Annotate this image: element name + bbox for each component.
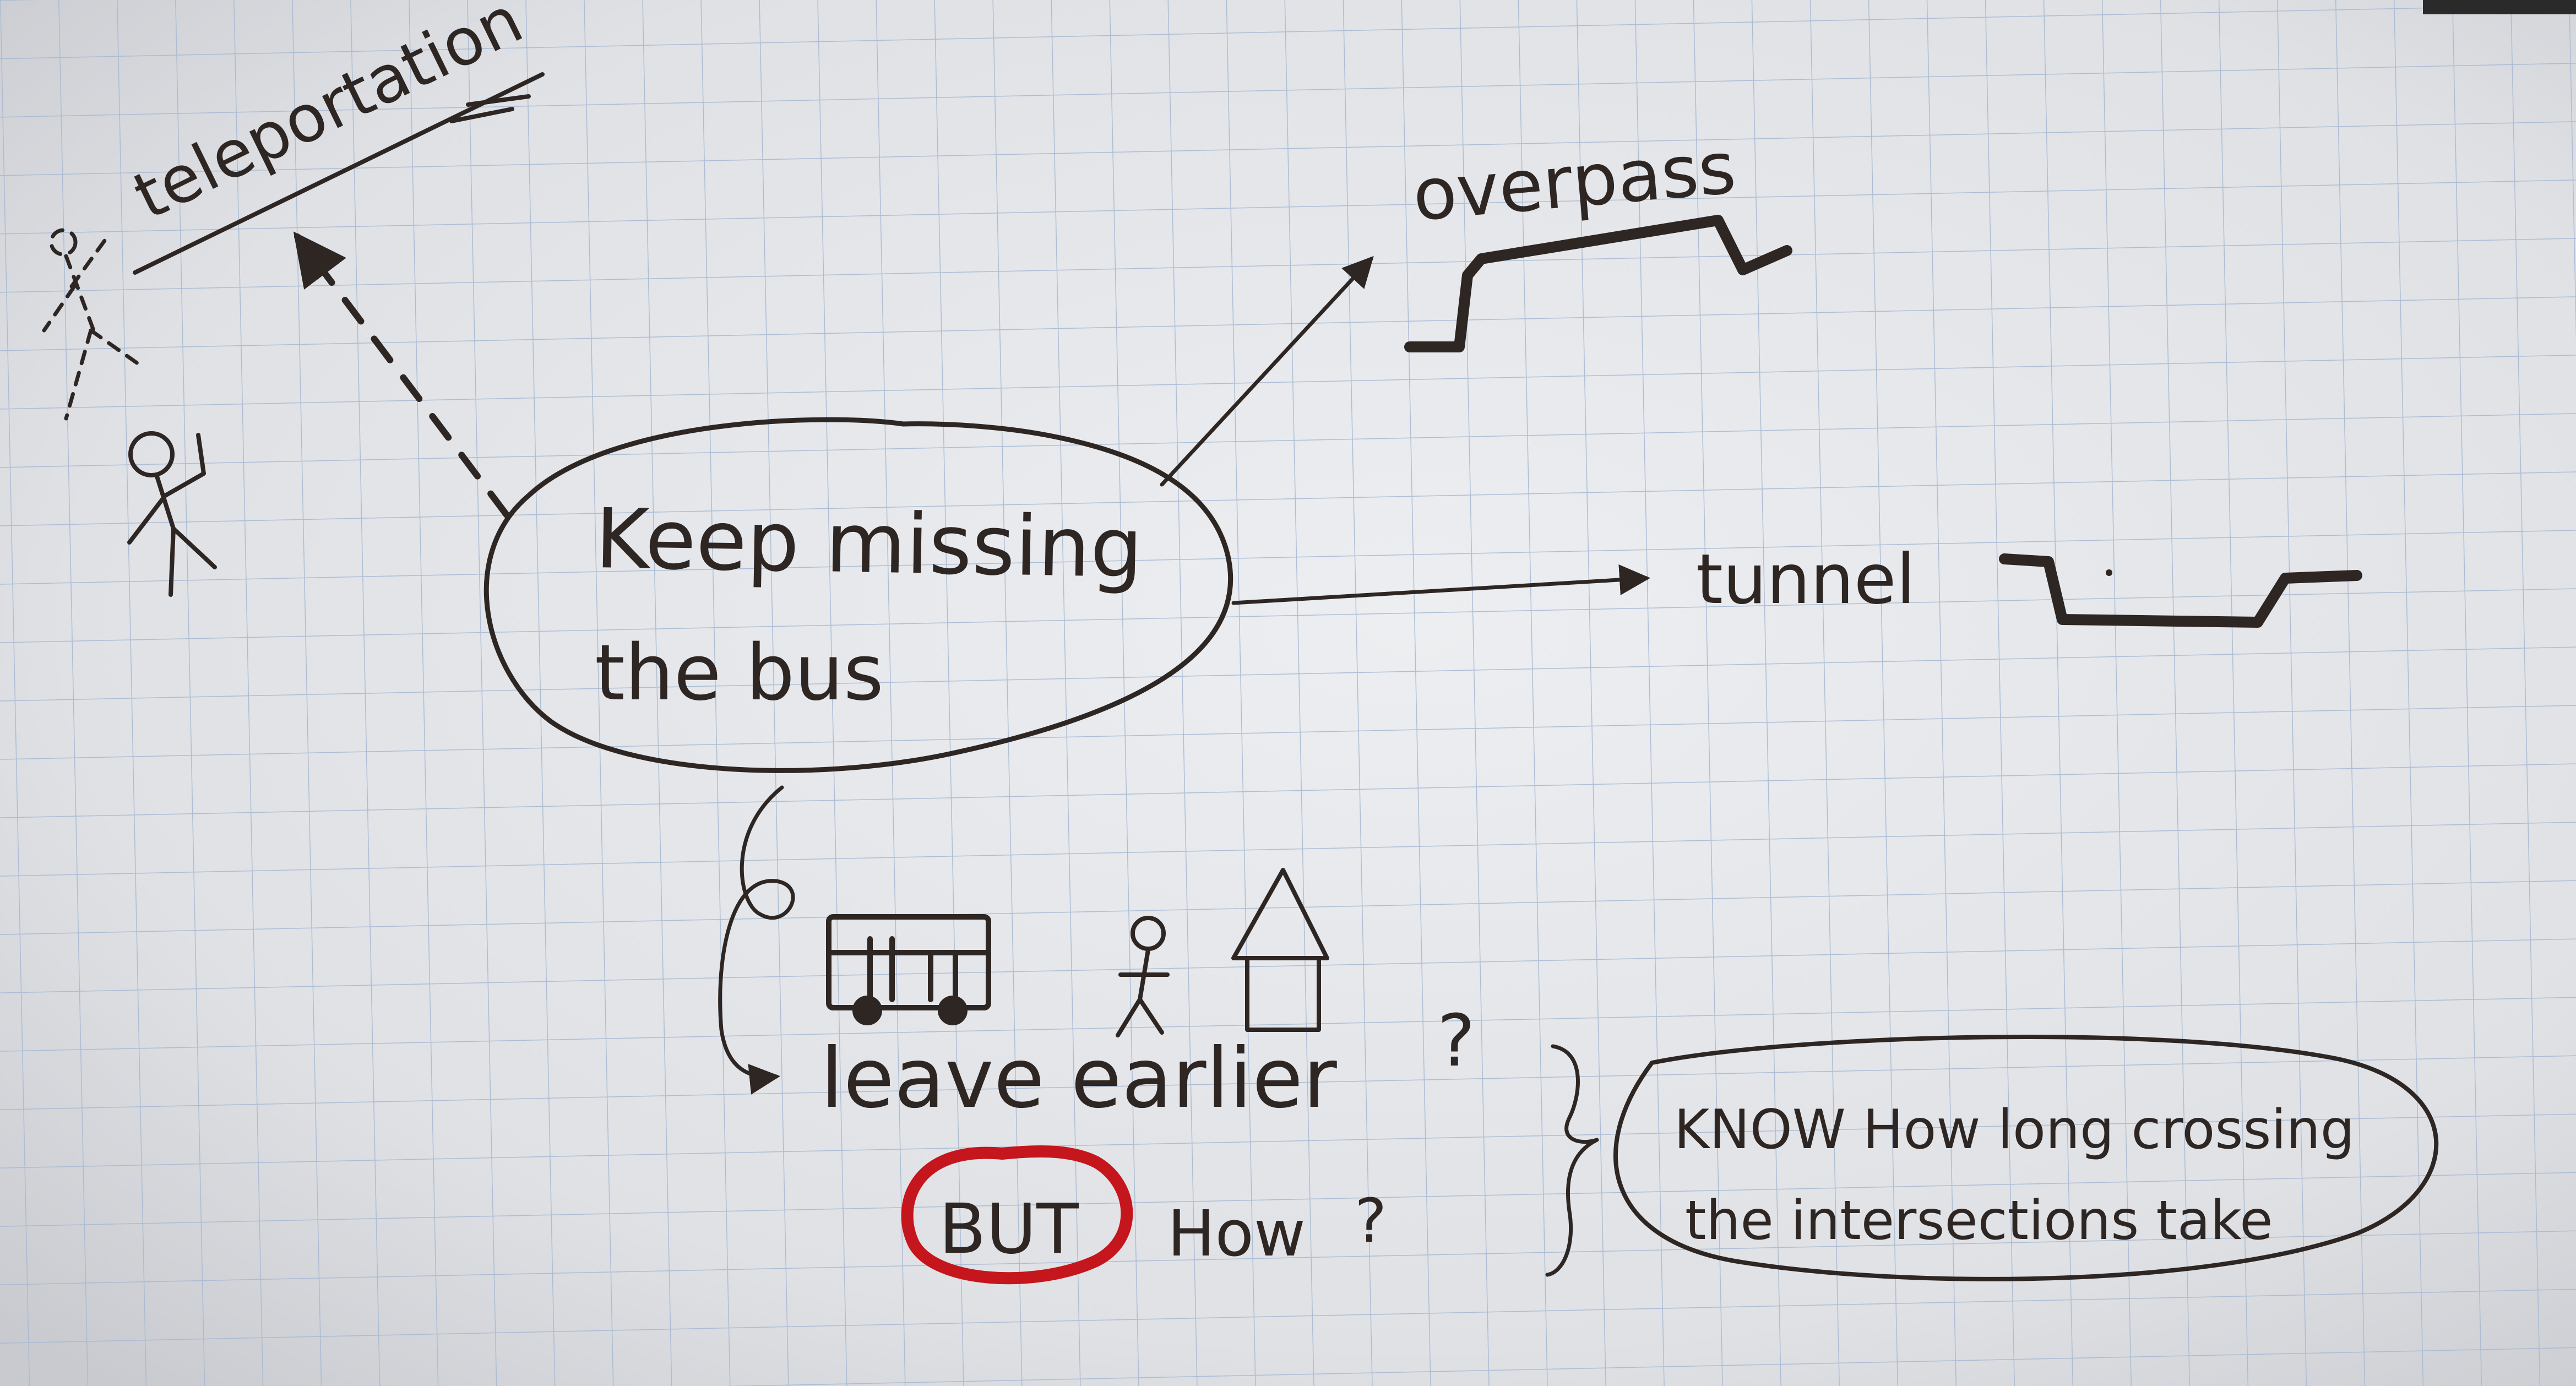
tunnel-arrow [1231,564,1650,605]
leave-earlier-label: leave earlier [820,1031,1337,1127]
but-red-circle [901,1145,1133,1285]
curly-brace [1545,1044,1599,1277]
idea-bubble [1613,1035,2439,1281]
tunnel-dot [2106,569,2112,576]
but-label: BUT [939,1189,1079,1269]
faded-stick-figure-icon [42,228,140,421]
overpass-drawing [1404,215,1792,352]
overpass-arrow [1160,256,1374,487]
question-mark-2: ? [1355,1186,1387,1256]
idea-text-line1: KNOW How long crossing [1674,1099,2355,1161]
idea-text-line2: the intersections take [1685,1189,2273,1252]
center-bubble [483,417,1233,773]
teleportation-swoosh [449,94,531,123]
teleportation-underline [133,72,545,275]
tunnel-drawing [1999,553,2362,628]
person-icon [1116,916,1170,1037]
teleportation-arrow [293,231,510,518]
how-label: How [1167,1197,1306,1271]
leave-earlier-arrow [718,785,795,1095]
tunnel-label: tunnel [1696,540,1915,619]
center-text-line2: the bus [595,628,884,718]
stick-figure-icon [127,431,217,597]
question-mark-1: ? [1437,999,1475,1083]
house-icon [1231,868,1329,1032]
center-text-line1: Keep missing [594,491,1143,596]
notebook-binding [2423,0,2576,14]
bus-icon [826,914,991,1025]
